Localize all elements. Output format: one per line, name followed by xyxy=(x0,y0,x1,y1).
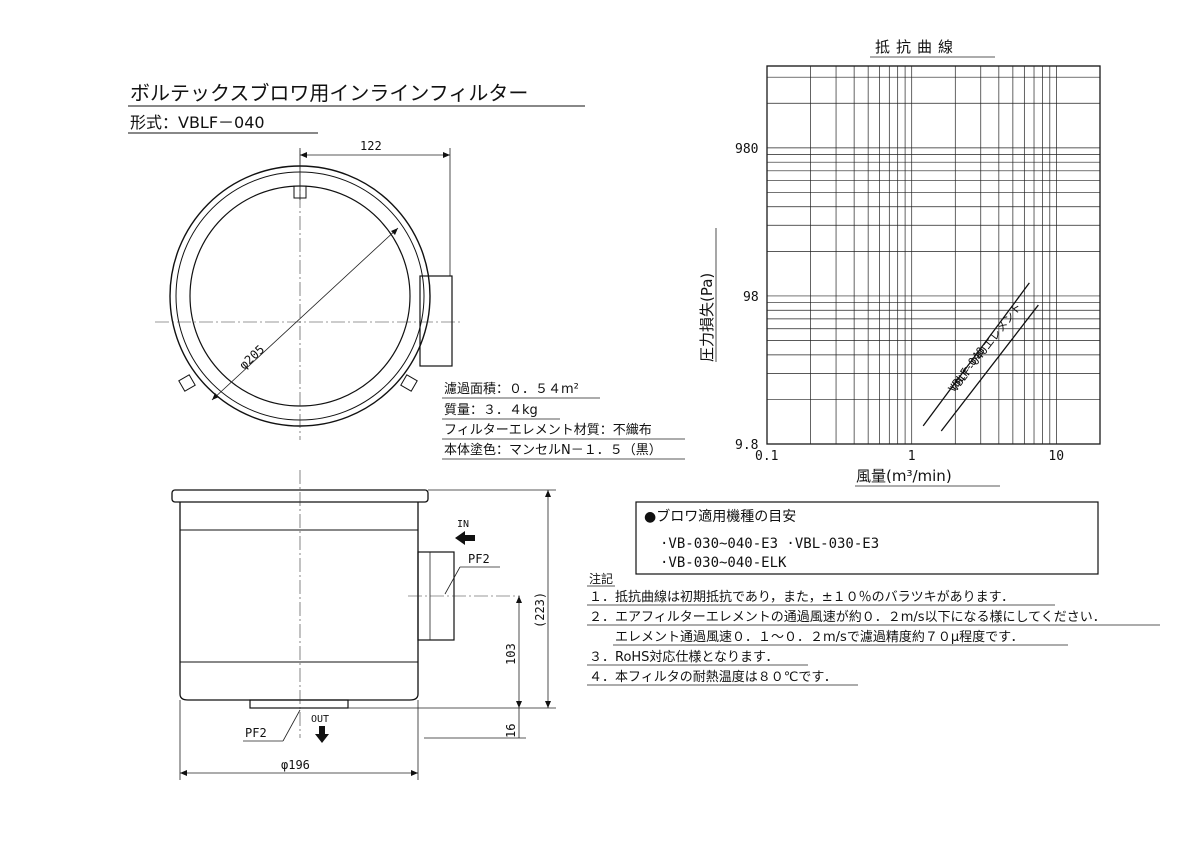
y-axis-label: 圧力損失(Pa) xyxy=(698,273,716,362)
note-1: １．抵抗曲線は初期抵抗であり，また，±１０％のバラツキがあります． xyxy=(589,589,1014,605)
blower-line-2: ·VB-030~040-ELK xyxy=(660,555,787,571)
tick-labels: 0.1 1 10 9.8 98 980 xyxy=(735,142,1064,464)
notes: 注記 １．抵抗曲線は初期抵抗であり，また，±１０％のバラツキがあります． ２．エ… xyxy=(587,571,1160,686)
model-label: 形式：VBLF－040 xyxy=(130,113,265,132)
chart-title: 抵抗曲線 xyxy=(875,38,959,56)
note-2: ２．エアフィルターエレメントの通過風速が約０．２m/s以下になる様にしてください… xyxy=(589,610,1106,625)
in-label: IN xyxy=(457,519,469,530)
spec-list: 濾過面積：０．５４m² 質量：３．４kg フィルターエレメント材質：不織布 本体… xyxy=(442,382,685,460)
port-lug xyxy=(419,275,453,367)
dim-122: 122 xyxy=(360,139,382,153)
x-tick-label: 0.1 xyxy=(755,449,778,464)
outlet-port xyxy=(249,699,349,709)
spec-mass: 質量：３．４kg xyxy=(444,403,538,418)
note-2-continued: エレメント通過風速０．１～０．２m/sで濾過精度約７０μ程度です． xyxy=(615,629,1024,645)
dim-223: (223) xyxy=(533,592,547,628)
in-arrow-icon xyxy=(455,531,475,545)
dim-196: φ196 xyxy=(281,758,310,772)
x-axis-label: 風量(m³/min) xyxy=(856,467,952,485)
product-title: ボルテックスブロワ用インラインフィルター xyxy=(130,81,528,105)
y-tick-label: 98 xyxy=(743,290,759,305)
blower-box: ●ブロワ適用機種の目安 ·VB-030~040-E3 ·VBL-030-E3 ·… xyxy=(635,501,1099,575)
out-arrow-icon xyxy=(315,726,329,743)
body xyxy=(179,502,419,701)
gridlines xyxy=(766,66,1101,445)
series-line xyxy=(940,304,1039,432)
clip-tab xyxy=(400,374,418,392)
note-3: ３．RoHS対応仕様となります． xyxy=(589,650,779,665)
side-view: IN PF2 OUT PF2 (223) 103 16 φ196 xyxy=(171,470,556,780)
spec-filter-area: 濾過面積：０．５４m² xyxy=(444,382,579,397)
dim-103: 103 xyxy=(504,643,518,665)
notes-heading: 注記 xyxy=(589,571,613,586)
out-label: OUT xyxy=(311,714,329,725)
x-tick-label: 1 xyxy=(908,449,916,464)
x-tick-label: 10 xyxy=(1048,449,1064,464)
y-tick-label: 980 xyxy=(735,142,758,157)
clip-tab xyxy=(178,374,196,392)
out-thread: PF2 xyxy=(245,726,267,740)
spec-element-material: フィルターエレメント材質：不織布 xyxy=(444,423,652,438)
spec-paint: 本体塗色：マンセルN－１．５（黒） xyxy=(444,442,662,458)
y-tick-label: 9.8 xyxy=(735,438,758,453)
dim-16: 16 xyxy=(504,724,518,738)
dim-205: φ205 xyxy=(236,342,267,372)
blower-line-1: ·VB-030~040-E3 ·VBL-030-E3 xyxy=(660,536,879,552)
in-thread: PF2 xyxy=(468,552,490,566)
series-line xyxy=(922,282,1030,427)
dim-line-205 xyxy=(211,227,399,401)
note-4: ４．本フィルタの耐熱温度は８０℃です． xyxy=(589,669,837,685)
blower-box-frame xyxy=(635,501,1099,575)
blower-heading: ●ブロワ適用機種の目安 xyxy=(644,508,796,525)
top-view: 122 φ205 xyxy=(155,139,460,440)
